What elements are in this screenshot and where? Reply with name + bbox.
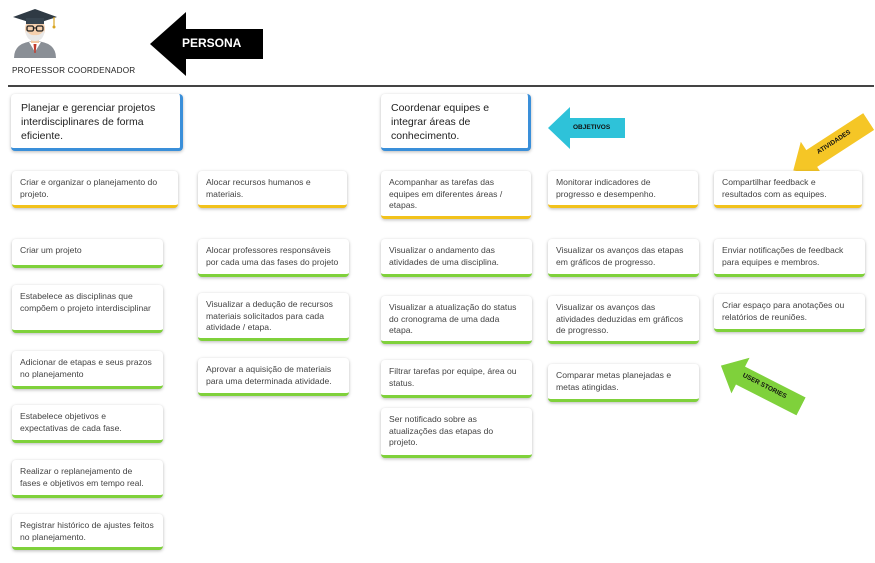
- user-story-card: Visualizar os avanços das atividades ded…: [548, 296, 699, 344]
- persona-arrow-icon: [150, 12, 263, 76]
- user-story-card: Registrar histórico de ajustes feitos no…: [12, 514, 163, 550]
- user-story-card: Aprovar a aquisição de materiais para um…: [198, 358, 349, 396]
- user-stories-arrow: USER STORIES: [712, 348, 810, 424]
- user-story-card: Estabelece objetivos e expectativas de c…: [12, 405, 163, 443]
- persona-arrow-label: PERSONA: [182, 36, 242, 50]
- user-story-card: Visualizar os avanços das etapas em gráf…: [548, 239, 699, 277]
- persona-label: PROFESSOR COORDENADOR: [12, 66, 136, 75]
- user-story-card: Adicionar de etapas e seus prazos no pla…: [12, 351, 163, 389]
- activity-card: Acompanhar as tarefas das equipes em dif…: [381, 171, 531, 219]
- atividades-arrow: ATIVIDADES: [782, 105, 875, 188]
- user-story-card: Filtrar tarefas por equipe, área ou stat…: [381, 360, 532, 398]
- user-story-card: Alocar professores responsáveis por cada…: [198, 239, 349, 277]
- user-story-card: Visualizar o andamento das atividades de…: [381, 239, 532, 277]
- activity-card: Compartilhar feedback e resultados com a…: [714, 171, 862, 208]
- user-story-card: Visualizar a dedução de recursos materia…: [198, 293, 349, 341]
- user-story-card: Criar um projeto: [12, 239, 163, 268]
- professor-avatar-icon: [13, 9, 57, 58]
- goal-card: Planejar e gerenciar projetos interdisci…: [11, 94, 183, 151]
- activity-card: Criar e organizar o planejamento do proj…: [12, 171, 178, 208]
- user-stories-arrow-icon: [720, 357, 806, 416]
- user-story-card: Ser notificado sobre as atualizações das…: [381, 408, 532, 458]
- user-story-card: Enviar notificações de feedback para equ…: [714, 239, 865, 277]
- activity-card: Alocar recursos humanos e materiais.: [198, 171, 347, 208]
- user-story-card: Criar espaço para anotações ou relatório…: [714, 294, 865, 332]
- goal-card: Coordenar equipes e integrar áreas de co…: [381, 94, 531, 151]
- user-story-card: Realizar o replanejamento de fases e obj…: [12, 460, 163, 498]
- user-story-card: Visualizar a atualização do status do cr…: [381, 296, 532, 344]
- objetivos-arrow-label: OBJETIVOS: [573, 124, 611, 131]
- objetivos-arrow-icon: [548, 107, 625, 149]
- activity-card: Monitorar indicadores de progresso e des…: [548, 171, 698, 208]
- divider: [8, 85, 874, 87]
- atividades-arrow-icon: [793, 113, 875, 176]
- user-story-card: Comparar metas planejadas e metas atingi…: [548, 364, 699, 402]
- user-story-card: Estabelece as disciplinas que compõem o …: [12, 285, 163, 333]
